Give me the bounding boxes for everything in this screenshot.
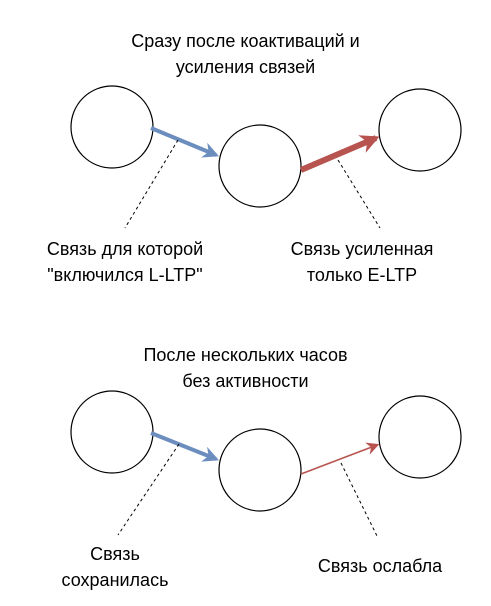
- panel-1-title-line-2: усиления связей: [175, 57, 316, 77]
- panel-2-right-link-label-line-1: Связь ослабла: [317, 556, 443, 576]
- pointer-1-right: [337, 159, 381, 229]
- panel-1-left-link-label-line-1: Связь для которой: [46, 239, 204, 259]
- panel-2: [70, 390, 462, 539]
- neuron-1-left: [70, 85, 154, 169]
- pointer-1-left: [124, 139, 179, 229]
- neuron-1-right: [378, 88, 462, 172]
- neuron-2-right: [378, 395, 462, 479]
- pointer-2-left: [117, 443, 180, 536]
- link-2-left-arrow: [150, 431, 219, 462]
- panel-1-right-link-label-line-2: только E-LTP: [306, 265, 418, 285]
- panel-1-left-link-label: Связь для которой "включился L-LTP": [0, 236, 250, 288]
- panel-2-right-link-label: Связь ослабла: [270, 553, 490, 579]
- panel-1-right-link-label: Связь усиленная только E-LTP: [252, 236, 472, 288]
- neuron-2-left: [70, 390, 154, 474]
- panel-2-left-link-label-line-1: Связь: [90, 544, 140, 564]
- link-1-right-arrow: [299, 135, 380, 173]
- neuron-2-middle: [218, 428, 302, 512]
- link-2-right-arrow: [300, 442, 380, 475]
- panel-2-left-link-label: Связь сохранилась: [50, 541, 180, 593]
- panel-2-title-line-1: После нескольких часов: [143, 345, 348, 365]
- panel-1-left-link-label-line-2: "включился L-LTP": [47, 265, 203, 285]
- panel-2-title-line-2: без активности: [182, 371, 309, 391]
- neuron-1-middle: [218, 124, 302, 208]
- panel-1-title-line-1: Сразу после коактиваций и: [131, 31, 360, 51]
- panel-1-title: Сразу после коактиваций и усиления связе…: [0, 28, 491, 80]
- link-1-left-arrow: [150, 126, 219, 158]
- panel-2-title: После нескольких часов без активности: [0, 342, 491, 394]
- panel-1-right-link-label-line-1: Связь усиленная: [290, 239, 434, 259]
- pointer-2-right: [340, 462, 379, 539]
- panel-1: [70, 85, 462, 229]
- panel-2-left-link-label-line-2: сохранилась: [61, 570, 169, 590]
